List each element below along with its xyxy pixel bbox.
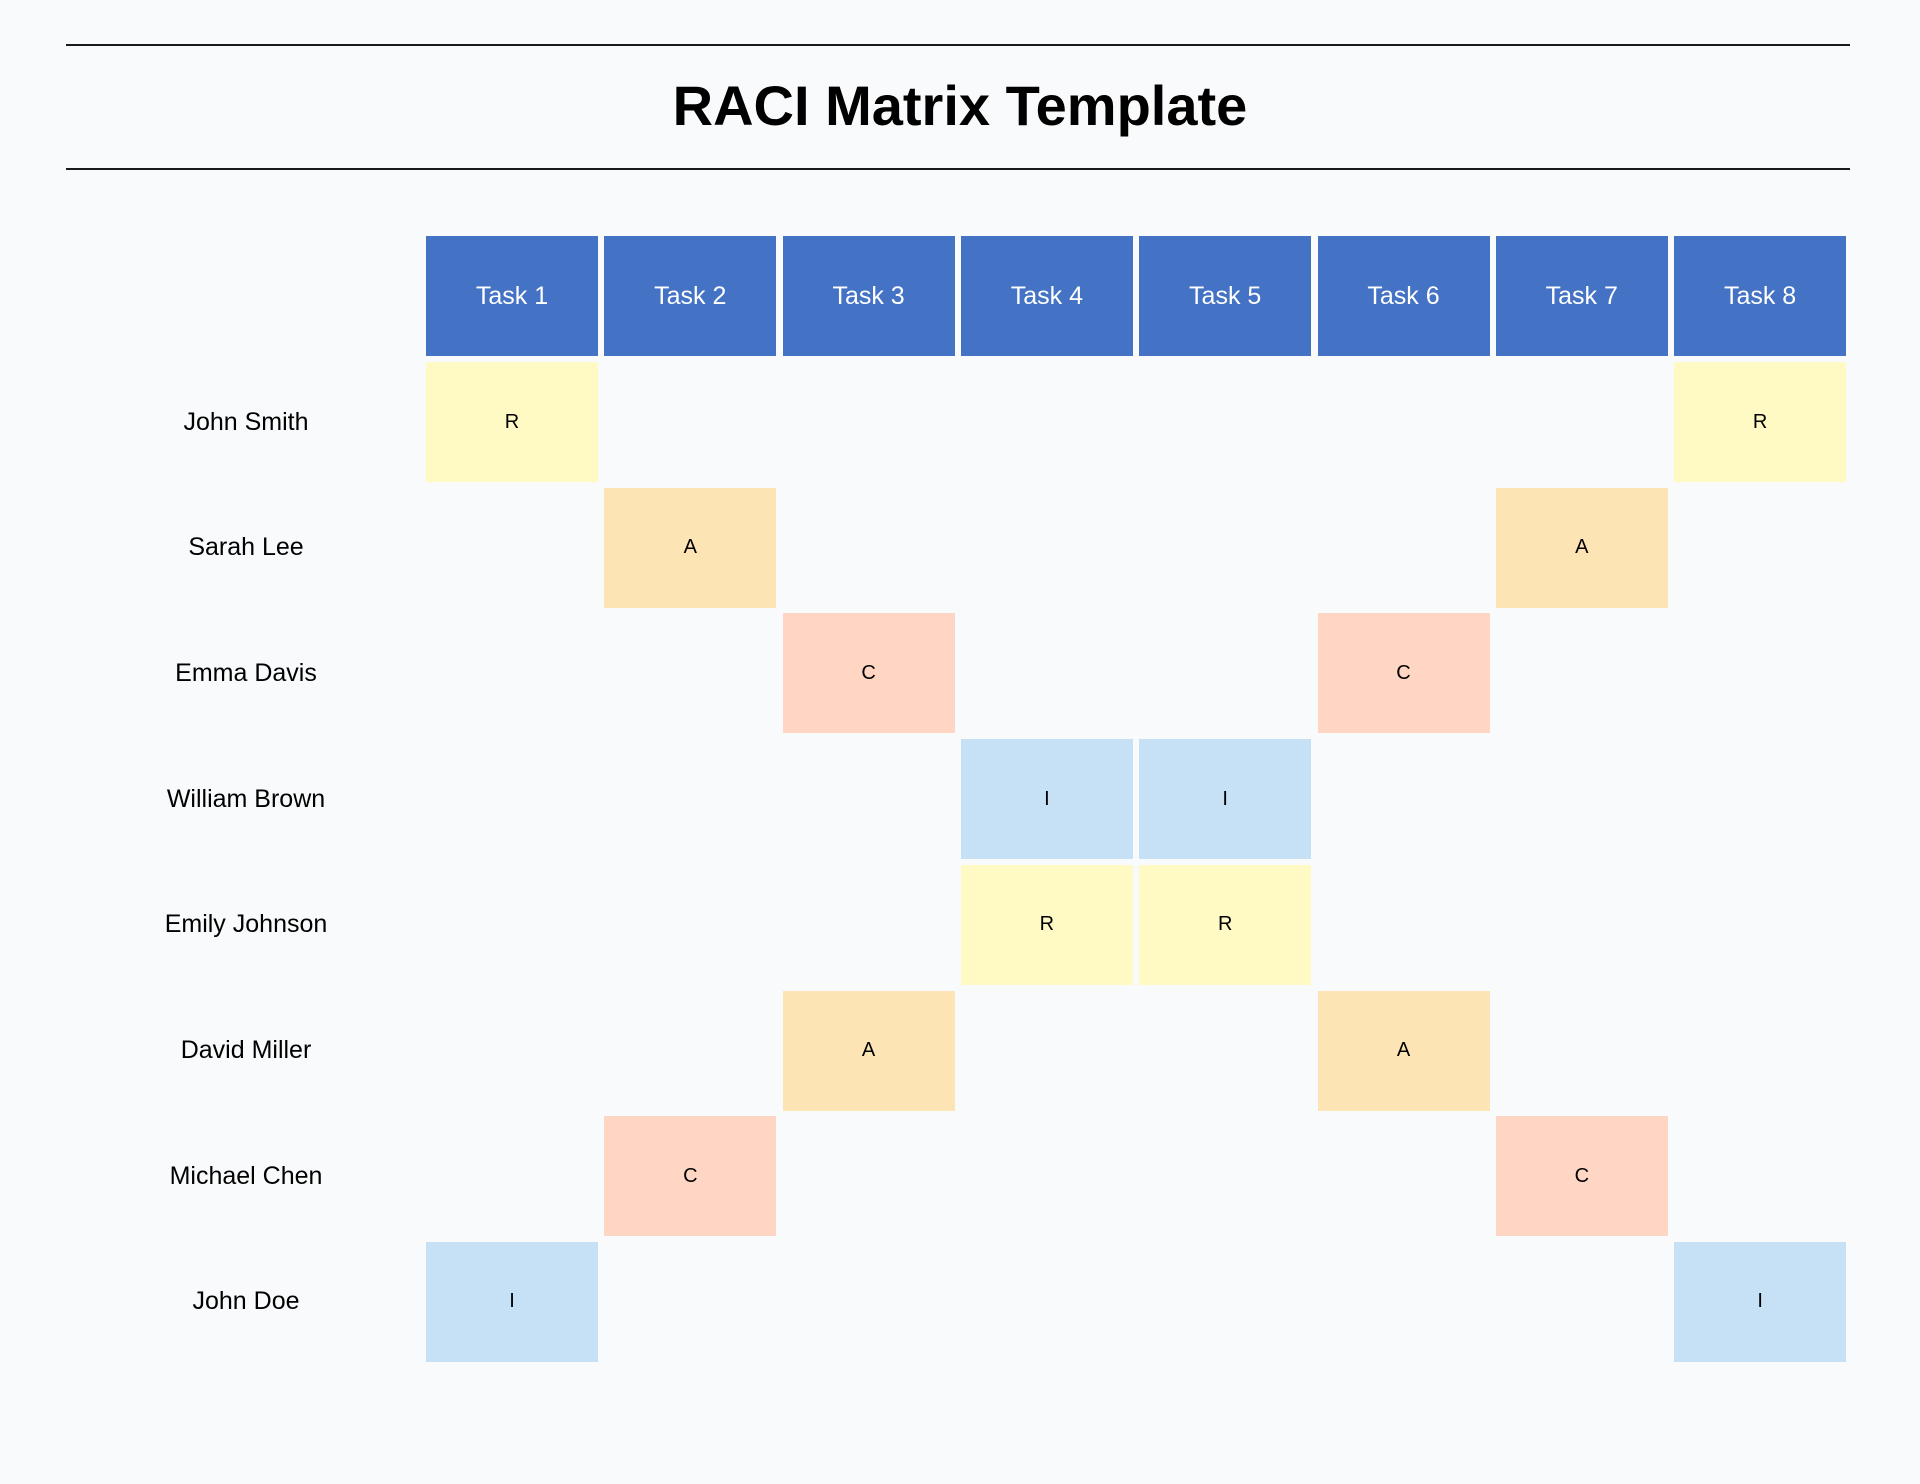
raci-cell: A bbox=[782, 990, 955, 1111]
task-header: Task 8 bbox=[1674, 236, 1847, 356]
person-label: Michael Chen bbox=[169, 1161, 323, 1190]
task-header: Task 5 bbox=[1139, 236, 1312, 356]
person-label: Sarah Lee bbox=[188, 533, 304, 562]
title-bottom-rule bbox=[66, 168, 1850, 170]
raci-cell: A bbox=[1317, 990, 1490, 1111]
raci-cell: R bbox=[426, 362, 598, 482]
person-label: Emily Johnson bbox=[164, 910, 328, 939]
raci-cell: I bbox=[1139, 739, 1312, 860]
task-header: Task 7 bbox=[1495, 236, 1668, 356]
raci-cell: R bbox=[1674, 362, 1847, 482]
raci-cell: C bbox=[1495, 1116, 1668, 1237]
page-title: RACI Matrix Template bbox=[672, 74, 1248, 137]
raci-cell: A bbox=[604, 487, 777, 608]
person-label: William Brown bbox=[166, 784, 326, 813]
task-header: Task 4 bbox=[960, 236, 1133, 356]
person-label: John Doe bbox=[192, 1287, 300, 1316]
task-header: Task 6 bbox=[1317, 236, 1490, 356]
raci-cell: I bbox=[960, 739, 1133, 860]
raci-cell: R bbox=[960, 864, 1133, 985]
raci-cell: R bbox=[1139, 864, 1312, 985]
person-label: David Miller bbox=[180, 1036, 312, 1064]
raci-cell: A bbox=[1495, 487, 1668, 608]
task-header: Task 3 bbox=[782, 236, 955, 356]
raci-cell: C bbox=[782, 613, 955, 734]
task-header: Task 2 bbox=[604, 236, 777, 356]
person-label: Emma Davis bbox=[175, 658, 317, 687]
title-top-rule bbox=[66, 44, 1850, 46]
task-header: Task 1 bbox=[426, 236, 598, 356]
raci-cell: I bbox=[426, 1241, 598, 1362]
raci-cell: C bbox=[604, 1116, 777, 1237]
raci-cell: I bbox=[1674, 1241, 1847, 1362]
raci-cell: C bbox=[1317, 613, 1490, 734]
person-label: John Smith bbox=[183, 407, 309, 436]
